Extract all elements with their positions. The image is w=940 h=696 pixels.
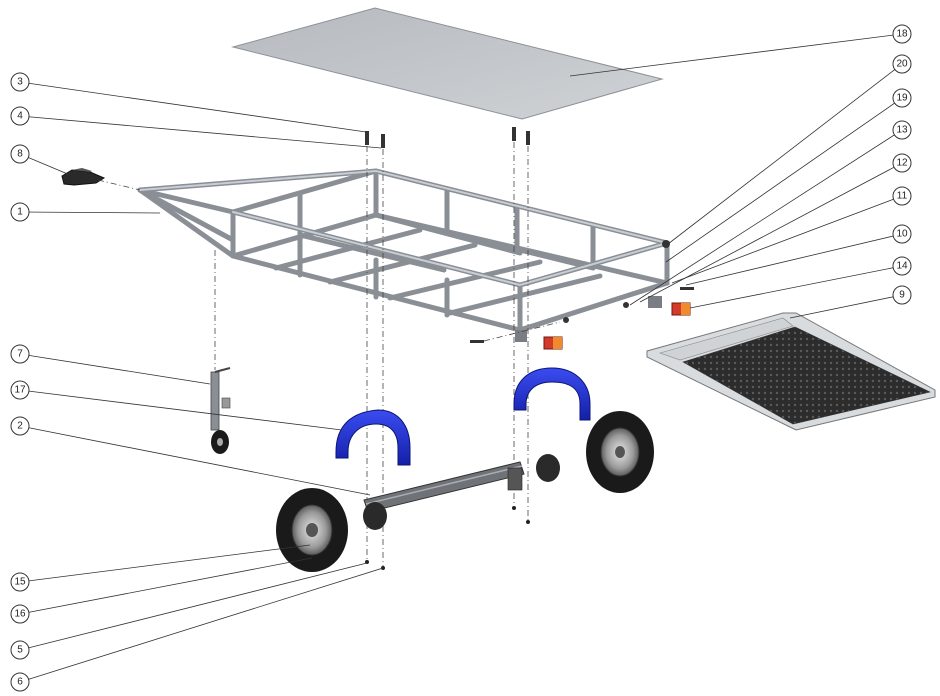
callout-number: 4: [17, 111, 23, 122]
leader-line-6: [19, 567, 384, 683]
callout-1: 1: [10, 202, 30, 222]
callout-number: 18: [896, 29, 908, 40]
callout-18: 18: [892, 24, 912, 44]
callout-bubble: [10, 106, 30, 126]
callout-number: 20: [896, 59, 908, 70]
leader-line-20: [667, 63, 903, 245]
tail-lights: [543, 302, 691, 350]
leader-line-5: [19, 562, 368, 651]
axle: [363, 454, 560, 530]
callout-11: 11: [892, 186, 912, 206]
callout-bubble: [892, 88, 912, 108]
mudguard-left: [335, 409, 411, 466]
callout-16: 16: [10, 604, 30, 624]
leader-line-4: [19, 115, 382, 149]
callout-number: 2: [17, 421, 23, 432]
floor-panel: [231, 7, 664, 120]
ramp-panel: [646, 312, 936, 431]
callout-number: 14: [896, 261, 908, 272]
callout-12: 12: [892, 153, 912, 173]
callout-bubble: [892, 285, 912, 305]
leader-lines: [19, 33, 903, 683]
callout-number: 7: [17, 349, 23, 360]
callout-number: 13: [896, 125, 908, 136]
callout-4: 4: [10, 106, 30, 126]
callout-14: 14: [892, 256, 912, 276]
leader-line-16: [19, 557, 313, 615]
callout-10: 10: [892, 224, 912, 244]
leader-line-18: [569, 33, 903, 77]
callout-number: 1: [17, 207, 23, 218]
leader-line-15: [19, 544, 311, 583]
callout-13: 13: [892, 120, 912, 140]
callout-19: 19: [892, 88, 912, 108]
assembly-lines: [97, 142, 561, 570]
bolts: [365, 127, 694, 343]
callout-number: 8: [17, 149, 23, 160]
callout-8: 8: [10, 144, 30, 164]
leader-line-7: [19, 353, 211, 385]
callout-bubble: [10, 144, 30, 164]
callout-number: 16: [14, 609, 26, 620]
callout-bubble: [892, 54, 912, 74]
callout-7: 7: [10, 344, 30, 364]
callout-bubble: [892, 24, 912, 44]
callout-bubble: [10, 604, 30, 624]
callout-number: 9: [899, 290, 905, 301]
callout-bubble: [892, 256, 912, 276]
wheel-left: [276, 488, 348, 572]
callout-bubble: [10, 202, 30, 222]
callout-number: 3: [17, 77, 23, 88]
callout-number: 10: [896, 229, 908, 240]
callout-bubble: [10, 416, 30, 436]
hitch-coupler: [61, 168, 106, 186]
callout-5: 5: [10, 640, 30, 660]
callout-bubble: [10, 344, 30, 364]
callout-bubble: [892, 120, 912, 140]
callout-number: 19: [896, 93, 908, 104]
callout-bubble: [10, 572, 30, 592]
callout-number: 15: [14, 577, 26, 588]
callout-bubble: [892, 186, 912, 206]
leader-line-3: [19, 81, 367, 133]
callout-15: 15: [10, 572, 30, 592]
callout-number: 5: [17, 645, 23, 656]
callout-20: 20: [892, 54, 912, 74]
callout-number: 6: [17, 677, 23, 688]
callout-bubble: [10, 672, 30, 692]
callout-2: 2: [10, 416, 30, 436]
leader-line-9: [789, 294, 903, 319]
callout-bubble: [10, 72, 30, 92]
callout-3: 3: [10, 72, 30, 92]
leader-line-1: [19, 211, 161, 214]
jockey-wheel: [210, 367, 231, 454]
leader-line-14: [689, 265, 903, 309]
callout-bubble: [892, 224, 912, 244]
callout-number: 17: [14, 385, 26, 396]
callout-bubble: [892, 153, 912, 173]
leader-line-17: [19, 389, 343, 431]
callout-17: 17: [10, 380, 30, 400]
leader-line-12: [639, 162, 903, 303]
leader-line-11: [671, 195, 903, 284]
callout-bubble: [10, 380, 30, 400]
callout-6: 6: [10, 672, 30, 692]
nuts: [365, 506, 530, 570]
mudguard-right: [513, 367, 591, 421]
callout-number: 12: [896, 158, 908, 169]
callout-number: 11: [897, 191, 908, 202]
trailer-frame: [137, 168, 670, 342]
leader-line-13: [629, 129, 903, 306]
leader-line-19: [665, 97, 903, 263]
leader-line-10: [685, 233, 903, 286]
callout-bubble: [10, 640, 30, 660]
wheel-right: [586, 411, 654, 493]
leader-line-2: [19, 425, 371, 496]
callout-9: 9: [892, 285, 912, 305]
